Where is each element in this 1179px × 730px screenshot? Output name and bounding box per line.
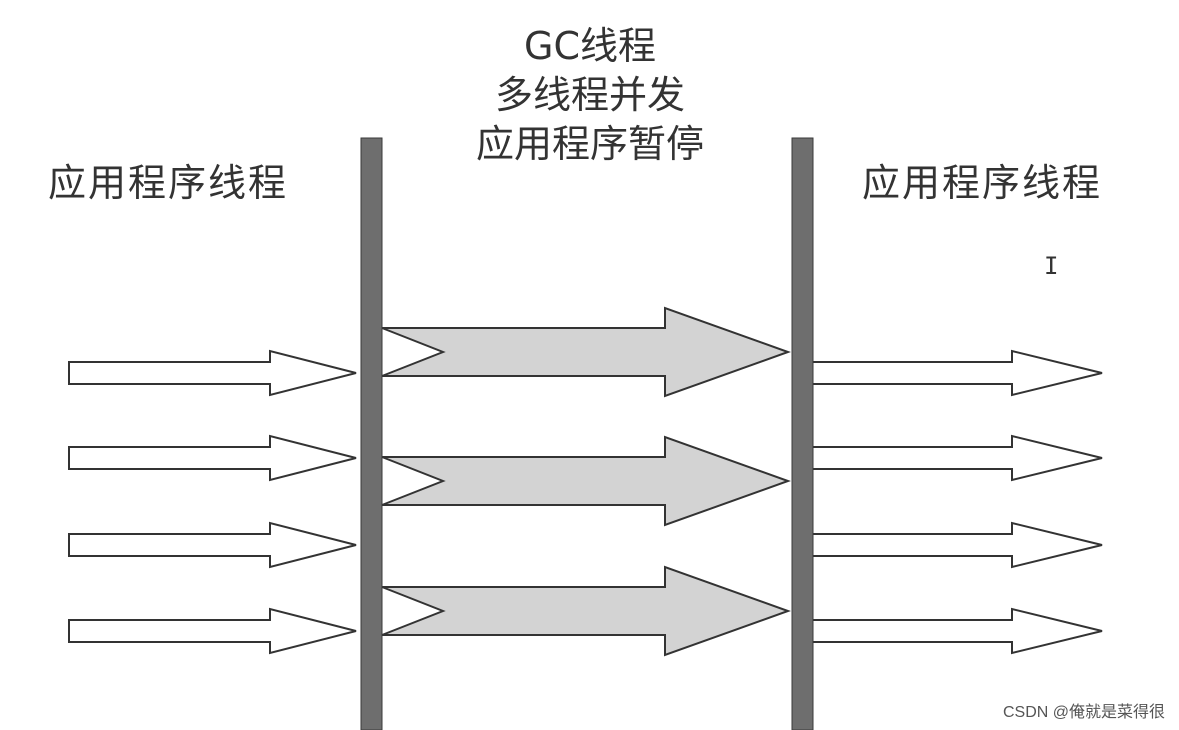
left-application-thread-label: 应用程序线程 <box>48 161 289 205</box>
gc-thread-arrow <box>381 435 791 527</box>
gc-thread-label-block: GC线程 多线程并发 应用程序暂停 <box>440 22 740 169</box>
right-app-thread-arrow <box>811 607 1103 655</box>
left-arrows-group <box>68 349 357 655</box>
left-safepoint-bar <box>360 137 383 730</box>
left-app-thread-arrow <box>68 607 357 655</box>
gc-arrows-group <box>381 306 791 657</box>
right-app-thread-arrow <box>811 521 1103 569</box>
left-app-thread-arrow <box>68 521 357 569</box>
left-app-thread-arrow <box>68 434 357 482</box>
text-cursor-icon: I <box>1044 252 1059 280</box>
gc-thread-arrow <box>381 565 791 657</box>
gc-thread-label: GC线程 <box>524 24 656 68</box>
right-safepoint-bar <box>791 137 814 730</box>
right-app-thread-arrow <box>811 434 1103 482</box>
watermark: CSDN @俺就是菜得很 <box>1002 704 1165 721</box>
right-app-thread-arrow <box>811 349 1103 397</box>
gc-thread-arrow <box>381 306 791 398</box>
gc-concurrent-label: 多线程并发 <box>494 73 685 117</box>
right-application-thread-label: 应用程序线程 <box>862 161 1103 205</box>
right-arrows-group <box>811 349 1103 655</box>
left-app-thread-arrow <box>68 349 357 397</box>
gc-pause-label: 应用程序暂停 <box>475 122 704 166</box>
